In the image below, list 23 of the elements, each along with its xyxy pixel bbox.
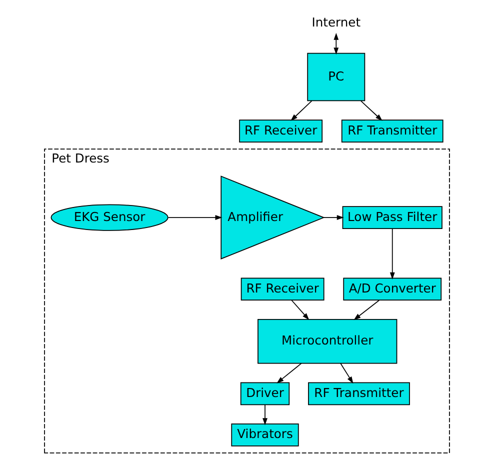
node-text: Internet <box>311 15 360 30</box>
arrow <box>340 362 353 384</box>
arrow <box>290 100 312 121</box>
node-box: RF Transmitter <box>308 382 410 406</box>
node-box: RF Transmitter <box>340 120 443 142</box>
node-box: A/D Converter <box>342 278 442 301</box>
node-box: Low Pass Filter <box>342 206 442 229</box>
node-box: RF Receiver <box>238 120 322 142</box>
node-box: Vibrators <box>230 424 298 446</box>
node-box: Driver <box>240 382 290 406</box>
node-ellipse: EKG Sensor <box>50 204 168 231</box>
arrow <box>262 404 267 426</box>
arrow <box>322 215 344 220</box>
node-box: RF Receiver <box>240 278 324 301</box>
arrow <box>276 362 302 384</box>
arrow <box>290 300 309 320</box>
arrow <box>360 100 382 121</box>
arrow <box>389 228 394 280</box>
arrow <box>333 32 338 55</box>
node-box: Microcontroller <box>257 319 397 364</box>
arrow <box>353 300 380 320</box>
arrow <box>167 215 222 220</box>
node-box: PC <box>306 52 365 102</box>
